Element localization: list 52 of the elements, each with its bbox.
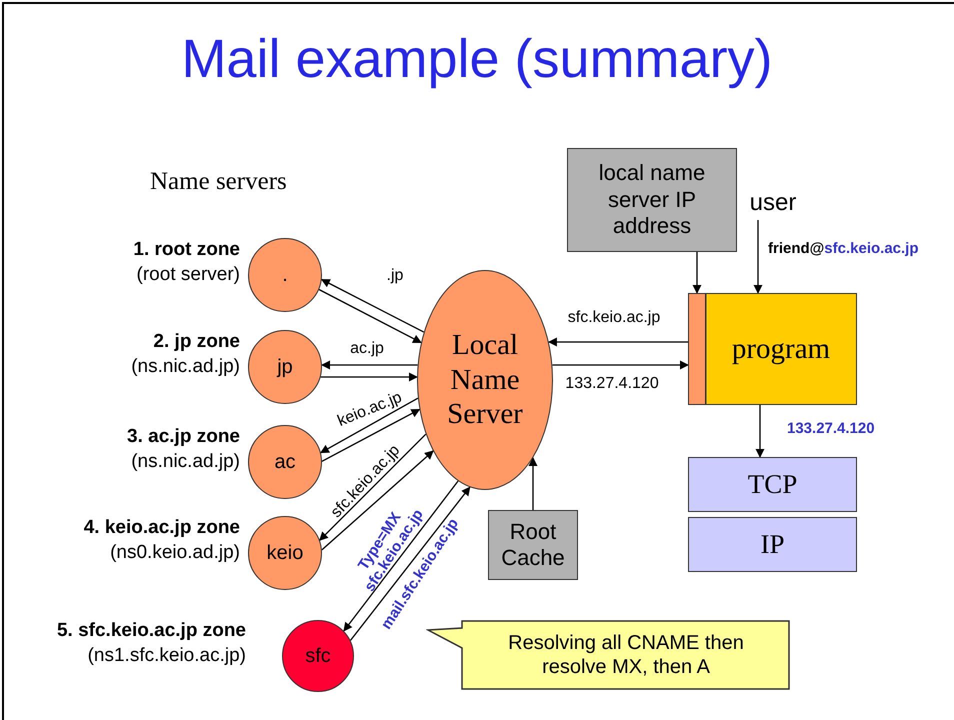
arrow — [528, 457, 538, 510]
node-label: sfc — [305, 644, 331, 668]
node-label: keio — [266, 541, 304, 565]
node-label: TCP — [748, 468, 798, 501]
edge-label: 133.27.4.120 — [565, 374, 659, 394]
info-box — [567, 148, 737, 252]
arrow — [548, 338, 688, 346]
arrow — [320, 278, 424, 333]
heading-label: Name servers — [150, 168, 287, 196]
protocol-layer-box — [688, 517, 857, 572]
zone-label: (root server) — [136, 264, 240, 286]
arrow — [318, 288, 422, 344]
node-label: ac — [274, 450, 296, 474]
arrow — [322, 408, 420, 462]
info-box — [488, 510, 578, 580]
arrow — [754, 220, 762, 294]
arrow — [321, 360, 418, 370]
zone-label: 1. root zone — [133, 239, 240, 261]
arrow — [320, 398, 418, 454]
arrow — [319, 434, 426, 541]
user-label: user — [750, 188, 796, 218]
program-box — [688, 293, 857, 405]
arrow — [756, 405, 764, 458]
zone-label: 2. jp zone — [153, 331, 240, 353]
callout-text: Resolving all CNAME then resolve MX, then A — [507, 631, 745, 679]
edge-label: 133.27.4.120 — [787, 420, 875, 438]
protocol-layer-box — [688, 457, 857, 512]
edge-label: sfc.keio.ac.jp — [568, 308, 660, 328]
node-label: Local Name Server — [446, 328, 524, 432]
zone-label: (ns0.keio.ad.jp) — [110, 542, 240, 564]
arrow — [321, 450, 434, 550]
arrow — [552, 360, 689, 370]
node-label: program — [732, 332, 830, 366]
zone-label: 5. sfc.keio.ac.jp zone — [56, 620, 246, 642]
edge-label: friend@sfc.keio.ac.jp — [768, 240, 919, 258]
arrow — [350, 486, 470, 641]
edge-label: .jp — [386, 266, 404, 286]
slide-title: Mail example (summary) — [180, 30, 774, 90]
arrow — [320, 372, 418, 382]
arrow — [343, 480, 459, 632]
zone-label: (ns1.sfc.keio.ac.jp) — [88, 645, 246, 667]
node-label: jp — [277, 355, 293, 379]
node-label: Root Cache — [500, 518, 566, 572]
node-label: local name server IP address — [598, 160, 706, 240]
arrow — [692, 252, 702, 294]
edge-label: ac.jp — [350, 340, 384, 358]
node-label: IP — [760, 528, 784, 561]
node-label: . — [282, 263, 288, 287]
zone-label: (ns.nic.ad.jp) — [131, 356, 240, 378]
zone-label: 3. ac.jp zone — [127, 426, 240, 448]
zone-label: 4. keio.ac.jp zone — [84, 517, 240, 539]
zone-label: (ns.nic.ad.jp) — [131, 451, 240, 473]
